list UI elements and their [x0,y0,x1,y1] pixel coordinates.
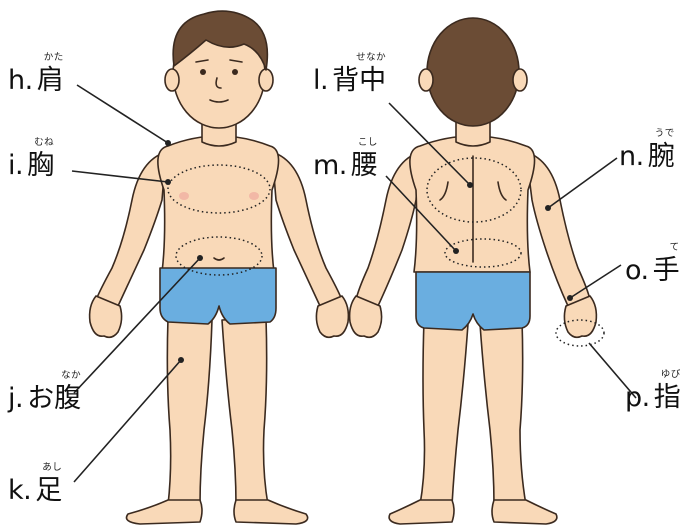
label-back: l. せなか 背中 [313,66,386,96]
label-shoulder: h. かた 肩 [8,66,64,96]
kanji: お腹 [27,383,81,414]
furigana: うで [655,129,675,139]
leader-arm [548,158,617,208]
front-figure [90,11,349,524]
kanji: 肩 [37,65,64,96]
furigana: こし [358,138,378,148]
kanji: 手 [653,255,680,286]
leader-leg [74,360,181,482]
furigana: せなか [356,53,386,63]
label-hand: o. て 手 [625,256,680,286]
kanji: 腕 [648,141,675,172]
back-figure [350,18,597,524]
label-waist: m. こし 腰 [313,151,378,181]
label-leg: k. あし 足 [8,476,62,506]
leader-lines [72,85,636,482]
kanji: 胸 [27,150,54,181]
furigana: かた [44,53,64,63]
furigana: て [670,243,680,253]
kanji: 足 [35,475,62,506]
furigana: むね [34,138,54,148]
label-belly: j. なか お腹 [8,384,81,414]
label-arm: n. うで 腕 [619,142,675,172]
label-fingers: p. ゆび 指 [625,383,681,413]
furigana: あし [42,463,62,473]
furigana: ゆび [661,370,681,380]
label-chest: i. むね 胸 [8,151,54,181]
kanji: 背中 [332,65,386,96]
kanji: 腰 [351,150,378,181]
furigana: なか [61,371,81,381]
kanji: 指 [654,382,681,413]
leader-shoulder [77,85,168,143]
